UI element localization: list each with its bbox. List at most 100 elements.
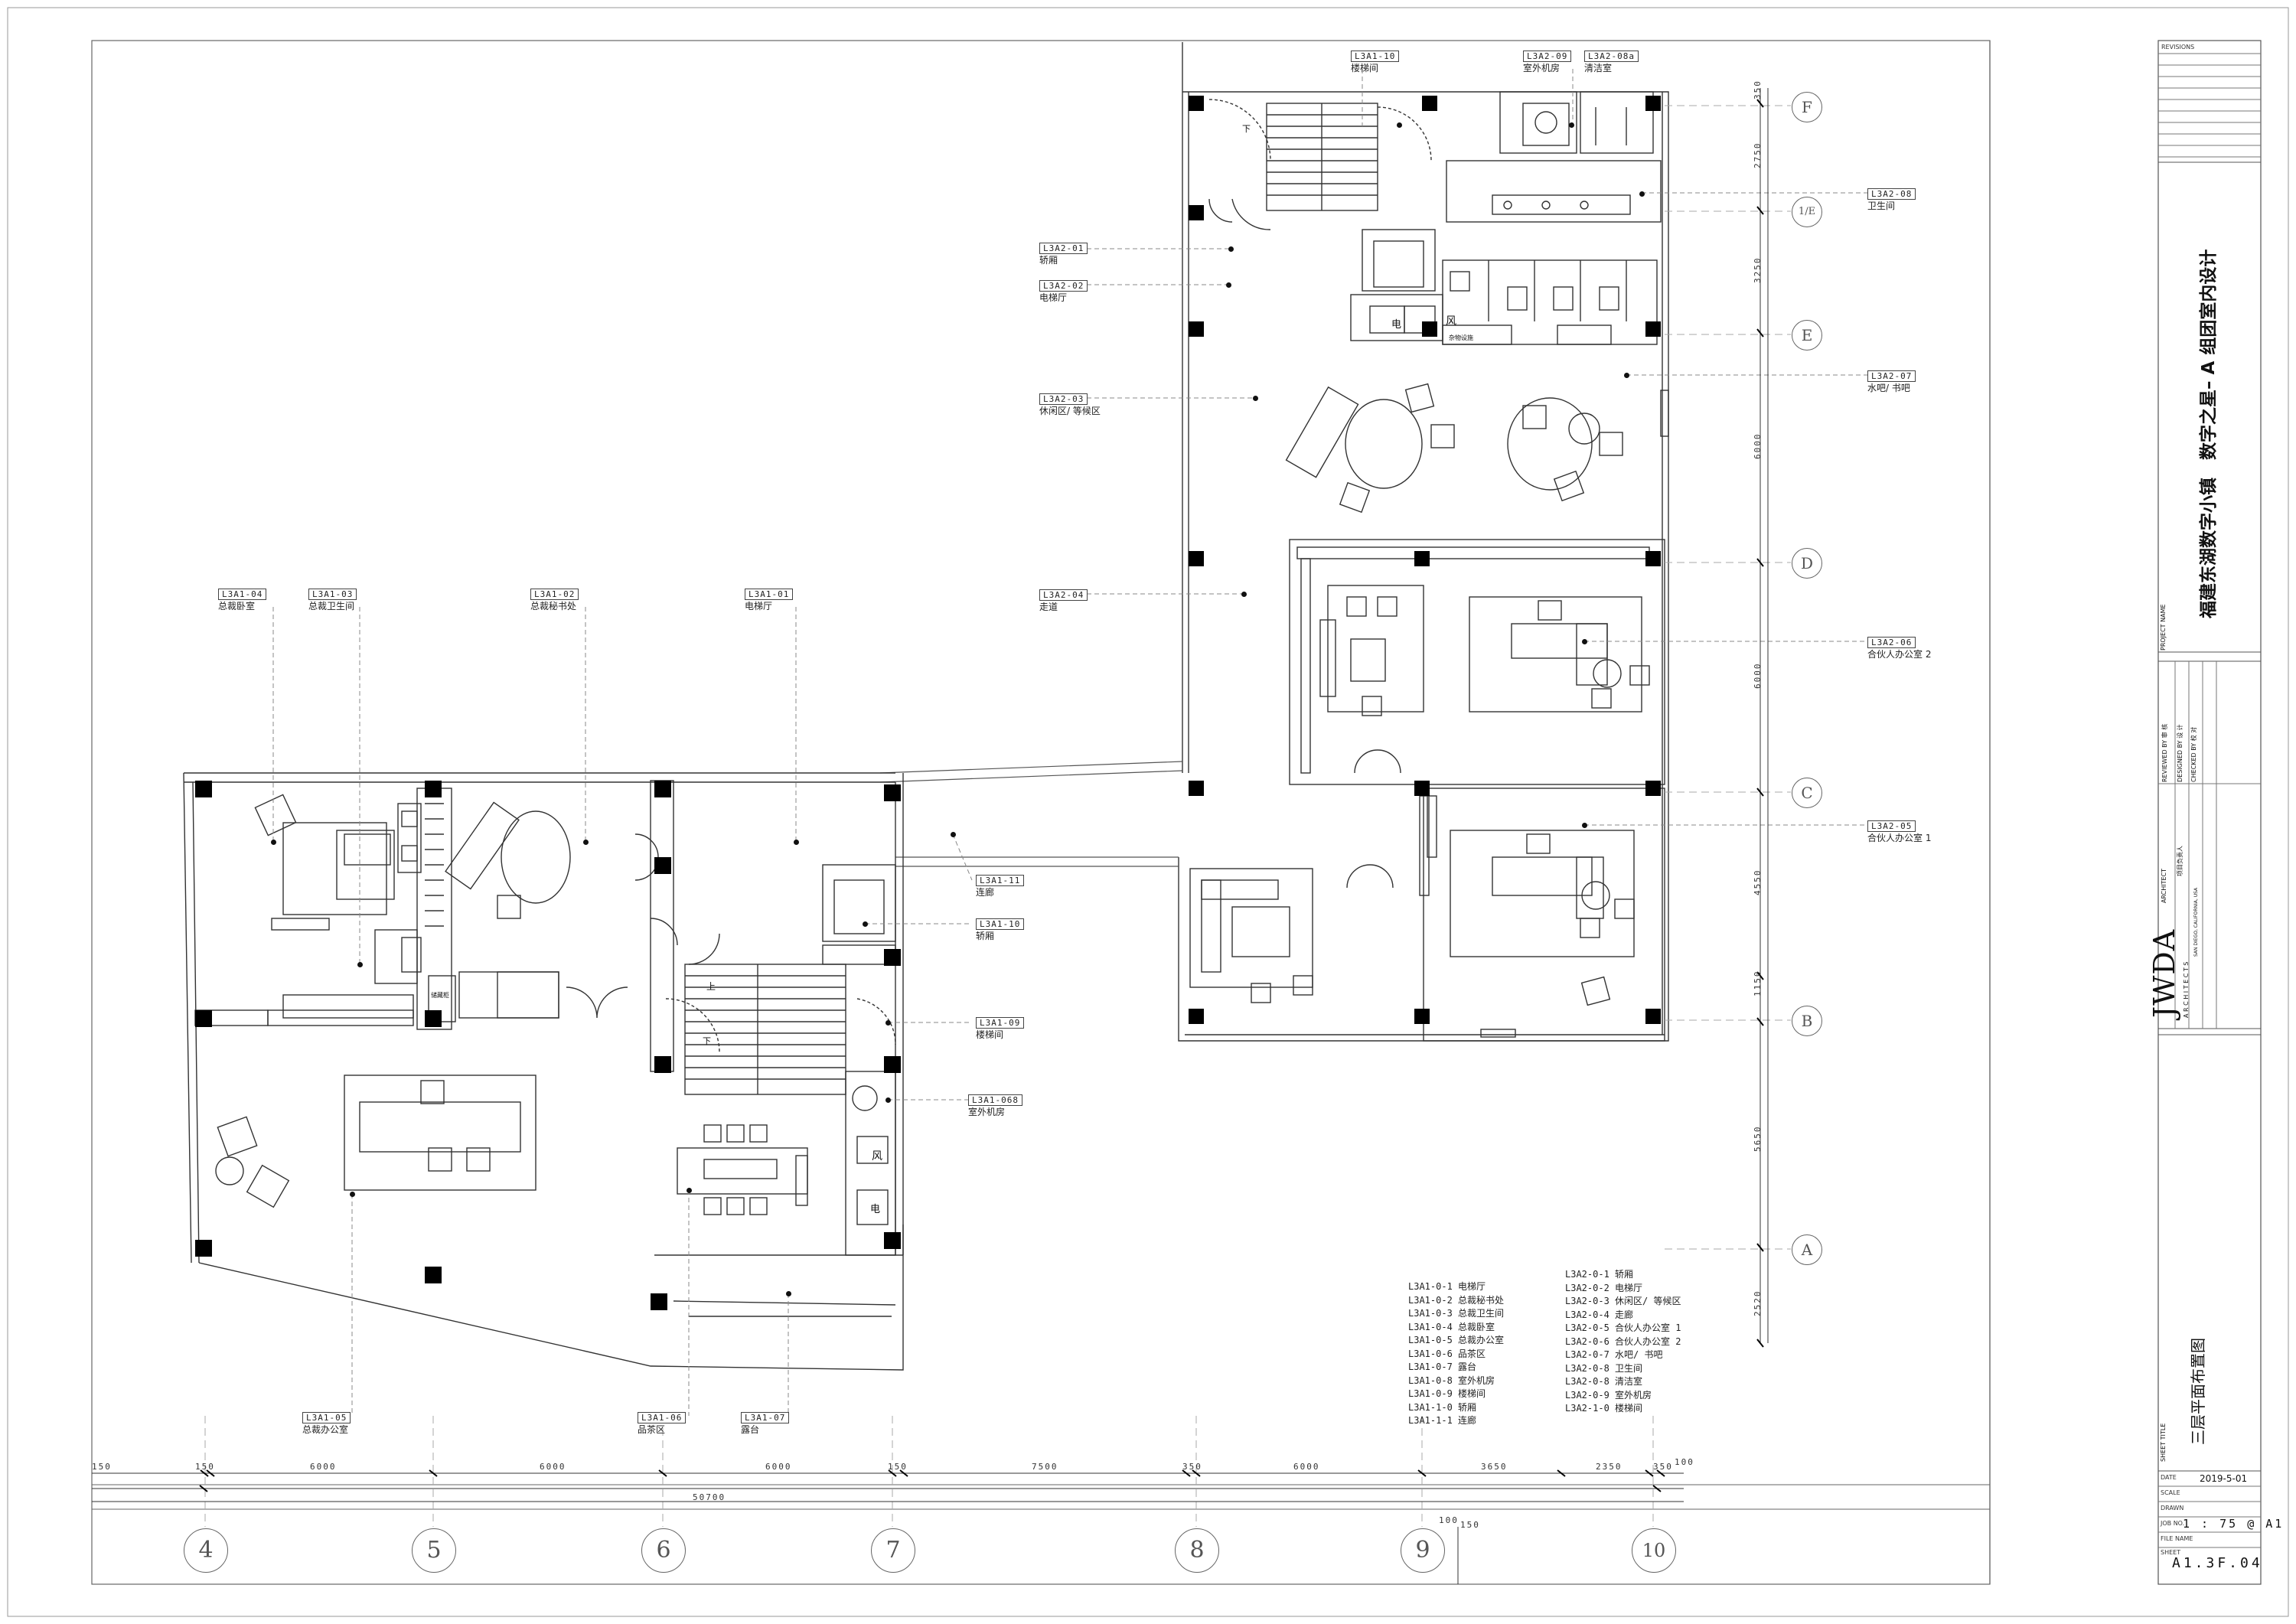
legend-item: L3A2-0-9 室外机房 [1565, 1389, 1652, 1401]
room-tag-code: L3A1-07 [741, 1412, 790, 1423]
room-tag-code: L3A2-07 [1867, 370, 1916, 382]
room-tag-name: 电梯厅 [1039, 292, 1068, 303]
plan-label-facility: 杂物设施 [1449, 334, 1473, 341]
room-tag-code: L3A1-10 [976, 918, 1025, 930]
dimension-text: 150 [1460, 1520, 1480, 1530]
room-tag-code: L3A2-09 [1523, 51, 1572, 62]
sheet-label: SHEET [2161, 1549, 2181, 1556]
grid-bubble-row: 1/E [1792, 197, 1822, 227]
legend-item: L3A1-1-1 连廊 [1408, 1415, 1477, 1426]
grid-bubble-row: A [1792, 1234, 1822, 1265]
dimension-text: 3250 [1753, 256, 1763, 284]
legend-item: L3A1-0-8 室外机房 [1408, 1375, 1495, 1386]
room-marker-dot [583, 840, 589, 845]
room-tag-name: 露台 [741, 1424, 760, 1435]
room-marker-dot [1228, 246, 1234, 252]
room-tag-name: 品茶区 [638, 1424, 666, 1435]
dimension-text: 150 [92, 1462, 112, 1472]
date-label: DATE [2161, 1474, 2177, 1481]
room-tag-name: 卫生间 [1867, 201, 1896, 211]
firm-logo: JWDA [2148, 928, 2181, 1018]
plan-label-stair-down: 下 [1242, 124, 1251, 134]
revisions-label: REVISIONS [2161, 44, 2195, 51]
room-marker-dot [863, 921, 868, 927]
plan-label-ventilation: 风 [872, 1150, 882, 1163]
room-marker-dot [357, 962, 363, 967]
grid-bubble-row: C [1792, 778, 1822, 808]
room-tag-name: 总裁秘书处 [530, 601, 577, 611]
dimension-text: 5650 [1753, 1125, 1763, 1153]
dimension-text: 2750 [1753, 142, 1763, 169]
legend-item: L3A2-0-1 轿厢 [1565, 1269, 1634, 1280]
file-name-label: FILE NAME [2161, 1535, 2193, 1542]
room-tag-name: 室外机房 [968, 1107, 1006, 1117]
room-tag-name: 水吧/ 书吧 [1867, 383, 1910, 393]
room-tag-code: L3A2-04 [1039, 589, 1088, 601]
reviewed-by: REVIEWED BY 审 核 [2161, 723, 2168, 782]
room-marker-dot [1241, 592, 1247, 597]
grid-bubble-column: 10 [1632, 1528, 1676, 1573]
grid-bubble-column: 6 [641, 1528, 686, 1573]
room-tag-code: L3A1-06 [638, 1412, 687, 1423]
legend-item: L3A1-0-9 楼梯间 [1408, 1388, 1486, 1399]
room-tag-name: 合伙人办公室 2 [1867, 649, 1932, 660]
room-marker-dot [786, 1291, 791, 1296]
room-tag-code: L3A2-03 [1039, 393, 1088, 405]
room-tag-name: 走道 [1039, 602, 1058, 612]
project-name-label: PROJECT NAME [2160, 604, 2167, 651]
legend-item: L3A2-0-7 水吧/ 书吧 [1565, 1349, 1663, 1360]
grid-bubble-row: B [1792, 1006, 1822, 1036]
room-marker-dot [687, 1188, 692, 1193]
legend-item: L3A1-0-1 电梯厅 [1408, 1281, 1486, 1292]
plan-label-ventilation: 风 [1446, 315, 1456, 328]
room-tag-code: L3A1-11 [976, 875, 1025, 886]
room-marker-dot [1397, 122, 1402, 128]
grid-bubble-row: F [1792, 92, 1822, 122]
dimension-text: 6000 [1753, 432, 1763, 460]
room-tag-code: L3A1-10 [1351, 51, 1400, 62]
room-marker-dot [271, 840, 276, 845]
dimension-text: 6000 [540, 1462, 566, 1472]
legend-item: L3A2-0-3 休闲区/ 等候区 [1565, 1296, 1681, 1306]
designed-by: DESIGNED BY 设 计 [2177, 724, 2183, 782]
legend-item: L3A1-0-6 品茶区 [1408, 1348, 1486, 1359]
firm-address: SAN DIEGO, CALIFORNIA, USA [2193, 887, 2199, 957]
legend-item: L3A2-0-4 走廊 [1565, 1309, 1634, 1320]
architect-label: ARCHITECT [2161, 868, 2167, 903]
plan-label-electrical: 电 [870, 1204, 881, 1215]
dimension-text: 6000 [765, 1462, 792, 1472]
drawn-label: DRAWN [2161, 1505, 2184, 1511]
dimension-text: 150 [195, 1462, 215, 1472]
room-tag-name: 总裁办公室 [302, 1424, 349, 1435]
legend-item: L3A1-0-7 露台 [1408, 1361, 1477, 1372]
room-tag-code: L3A2-01 [1039, 243, 1088, 254]
room-tag-name: 清洁室 [1584, 63, 1613, 73]
room-tag-name: 总裁卧室 [218, 601, 256, 611]
dimension-text: 7500 [1032, 1462, 1058, 1472]
room-tag-code: L3A1-02 [530, 589, 579, 600]
architect-role: 项目负责人 [2177, 846, 2183, 876]
room-marker-dot [1582, 823, 1587, 828]
job-no-label: JOB NO. [2161, 1520, 2185, 1527]
dimension-text: 1150 [1753, 970, 1763, 997]
dimension-text: 2520 [1753, 1290, 1763, 1317]
date-value: 2019-5-01 [2200, 1473, 2248, 1484]
room-tag-name: 总裁卫生间 [308, 601, 355, 611]
room-tag-code: L3A2-02 [1039, 280, 1088, 292]
dimension-text: 4550 [1753, 869, 1763, 896]
room-tag-name: 合伙人办公室 1 [1867, 833, 1932, 843]
room-tag-name: 楼梯间 [1351, 63, 1379, 73]
